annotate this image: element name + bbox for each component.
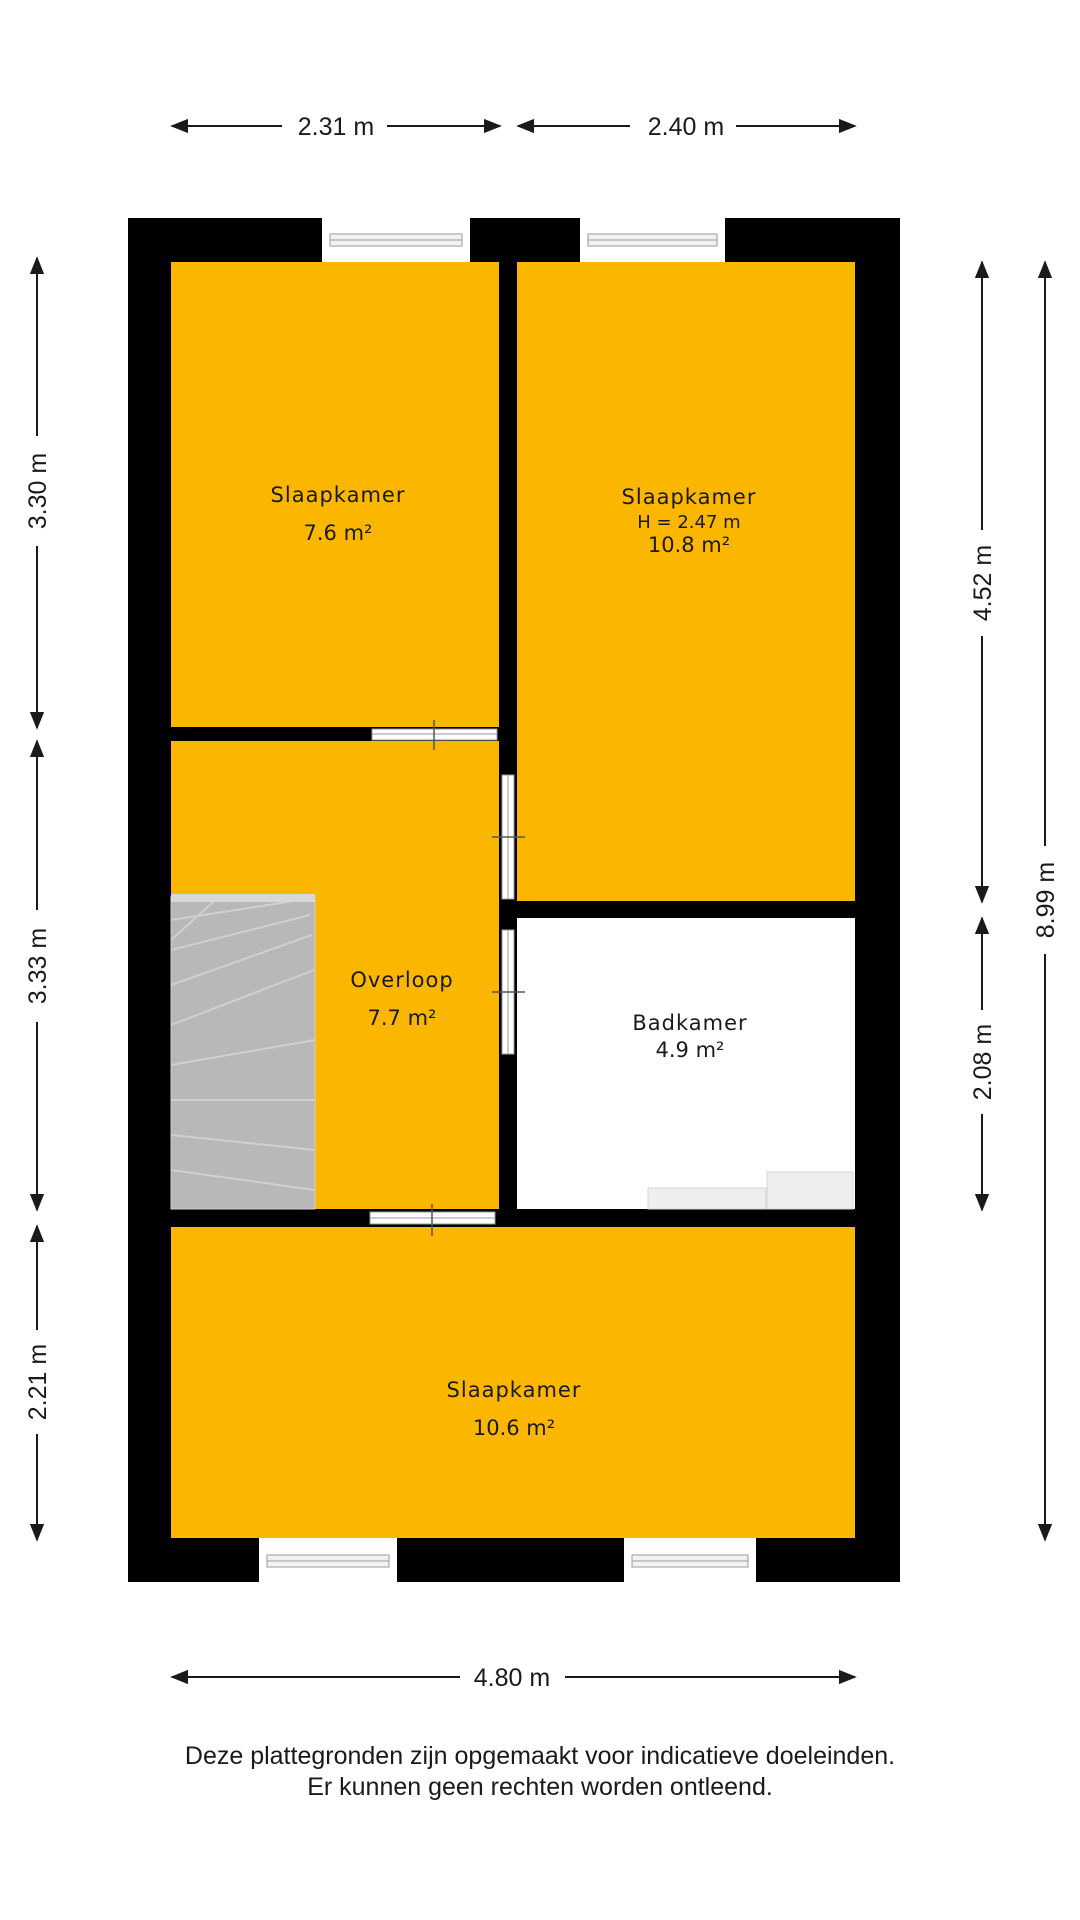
dim-left-bottom: 2.21 m — [24, 1224, 52, 1542]
dim-right-bottom: 2.08 m — [969, 916, 997, 1212]
dim-label: 3.33 m — [24, 928, 52, 1004]
room-slaapkamer-top-right — [517, 262, 855, 901]
dim-label: 4.52 m — [969, 545, 997, 621]
dim-left-top: 3.30 m — [24, 256, 52, 730]
room-slaapkamer-top-left — [171, 262, 499, 727]
dim-bottom: 4.80 m — [170, 1664, 857, 1692]
room-area: 7.7 m² — [368, 1006, 437, 1030]
dim-label: 3.30 m — [24, 453, 52, 529]
dim-right-total: 8.99 m — [1032, 260, 1060, 1542]
bathroom-fixtures — [647, 1171, 854, 1210]
window-bottom-left — [259, 1538, 397, 1582]
room-name: Slaapkamer — [447, 1378, 582, 1402]
dim-right-top: 4.52 m — [969, 260, 997, 904]
door-top-left-bedroom — [371, 720, 498, 750]
dim-label: 4.80 m — [474, 1664, 550, 1692]
stairs — [170, 894, 316, 1210]
room-area: 10.6 m² — [473, 1416, 555, 1440]
dim-top-left: 2.31 m — [170, 113, 502, 141]
label-slaapkamer-bottom: Slaapkamer 10.6 m² — [447, 1378, 582, 1440]
dim-label: 2.31 m — [298, 113, 374, 141]
dim-label: 2.08 m — [969, 1024, 997, 1100]
label-slaapkamer-top-left: Slaapkamer 7.6 m² — [271, 483, 406, 545]
dim-label: 8.99 m — [1032, 862, 1060, 938]
room-name: Slaapkamer — [271, 483, 406, 507]
disclaimer-line-2: Er kunnen geen rechten worden ontleend. — [307, 1773, 773, 1801]
dim-top-right: 2.40 m — [516, 113, 857, 141]
window-bottom-right — [624, 1538, 756, 1582]
room-name: Badkamer — [632, 1011, 747, 1035]
room-height: H = 2.47 m — [637, 512, 740, 533]
room-name: Slaapkamer — [622, 485, 757, 509]
door-badkamer — [492, 929, 525, 1055]
window-top-left — [322, 218, 470, 262]
room-slaapkamer-bottom — [171, 1227, 855, 1538]
door-top-right-bedroom — [492, 774, 525, 900]
disclaimer-line-1: Deze plattegronden zijn opgemaakt voor i… — [184, 1742, 896, 1770]
label-slaapkamer-top-right: Slaapkamer H = 2.47 m 10.8 m² — [622, 485, 757, 557]
window-top-right — [580, 218, 725, 262]
room-area: 10.8 m² — [648, 533, 730, 557]
label-overloop: Overloop 7.7 m² — [350, 968, 453, 1030]
dim-label: 2.21 m — [24, 1344, 52, 1420]
room-area: 7.6 m² — [304, 521, 373, 545]
dim-left-middle: 3.33 m — [24, 739, 52, 1212]
label-badkamer: Badkamer 4.9 m² — [632, 1011, 747, 1062]
room-area: 4.9 m² — [656, 1038, 725, 1062]
room-badkamer — [517, 918, 855, 1209]
door-bottom-bedroom — [369, 1204, 496, 1236]
room-name: Overloop — [350, 968, 453, 992]
dim-label: 2.40 m — [648, 113, 724, 141]
disclaimer: Deze plattegronden zijn opgemaakt voor i… — [0, 1741, 1080, 1803]
